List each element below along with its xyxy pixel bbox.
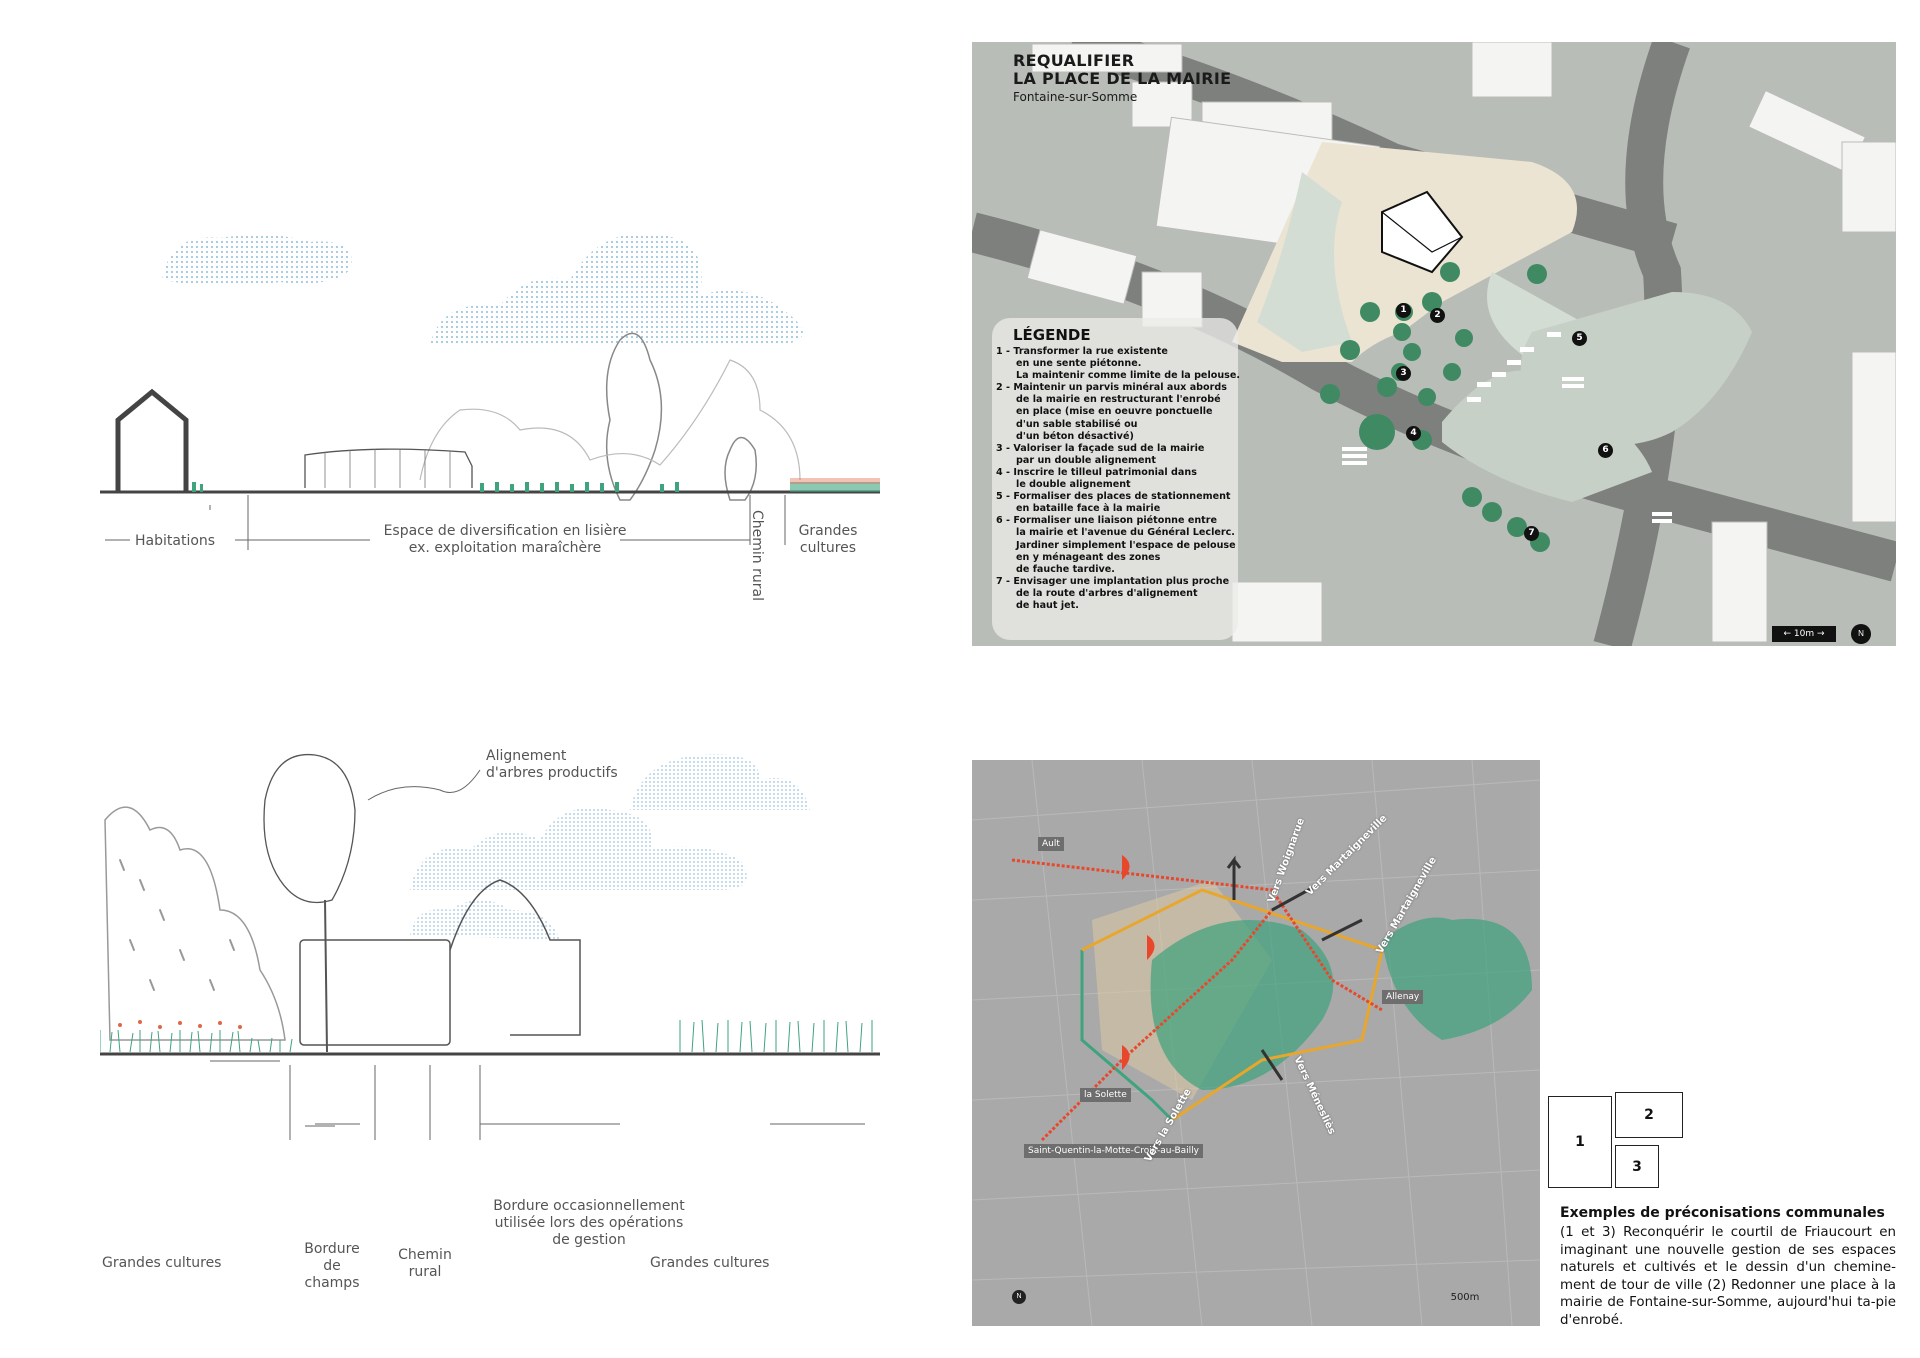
plan-marker-4: 4 xyxy=(1406,426,1421,441)
label-bordure-champs: Bordure de champs xyxy=(304,1241,360,1291)
plan-marker-2: 2 xyxy=(1430,308,1445,323)
map-scale-bar: 500m xyxy=(1450,1292,1480,1303)
legend-line: en une sente piétonne. xyxy=(996,358,1142,370)
plan-marker-1: 1 xyxy=(1396,303,1411,318)
legend-line: en y ménageant des zones xyxy=(996,551,1161,563)
label-grandes-cultures: Grandes cultures xyxy=(798,523,858,556)
section-drawing-2 xyxy=(100,753,880,1056)
caption-text: (1 et 3) Reconquérir le courtil de Friau… xyxy=(1560,1225,1896,1328)
legend-title: LÉGENDE xyxy=(1013,326,1091,344)
legend-line: en bataille face à la mairie xyxy=(996,503,1161,515)
legend-line: d'un béton désactivé) xyxy=(996,430,1134,442)
mairie-building xyxy=(1381,190,1464,274)
map-place-ault: Ault xyxy=(1038,837,1064,851)
map-north-icon: N xyxy=(1012,1290,1026,1304)
plan-scale-bar: ← 10m → xyxy=(1772,626,1836,642)
legend-list: 1 - Transformer la rue existente en une … xyxy=(996,346,1241,612)
legend-line: 3 - Valoriser la façade sud de la mairie xyxy=(996,442,1205,454)
north-arrow-icon: N xyxy=(1851,624,1871,644)
harvester-trailer xyxy=(299,939,451,1046)
cloud xyxy=(410,900,560,940)
legend-line: 2 - Maintenir un parvis minéral aux abor… xyxy=(996,382,1227,394)
legend-line: 4 - Inscrire le tilleul patrimonial dans xyxy=(996,466,1197,478)
section1-dimension-lines xyxy=(105,495,786,550)
legend-line: par un double alignement xyxy=(996,454,1156,466)
legend-line: le double alignement xyxy=(996,479,1131,491)
key-box-2: 2 xyxy=(1615,1092,1683,1138)
plan-marker-5: 5 xyxy=(1572,331,1587,346)
key-box-3: 3 xyxy=(1615,1145,1659,1188)
section-drawing-1 xyxy=(100,233,880,510)
legend-line: 6 - Formaliser une liaison piétonne entr… xyxy=(996,515,1217,527)
label-bordure-occasionnelle: Bordure occasionnellement utilisée lors … xyxy=(493,1198,685,1248)
key-box-1: 1 xyxy=(1548,1096,1612,1188)
cloud xyxy=(410,808,747,890)
legend-line: de haut jet. xyxy=(996,599,1079,611)
plan-marker-7: 7 xyxy=(1524,526,1539,541)
label-grandes-cultures-left: Grandes cultures xyxy=(102,1255,222,1271)
plan-subtitle: Fontaine-sur-Somme xyxy=(1013,90,1138,104)
legend-line: d'un sable stabilisé ou xyxy=(996,418,1138,430)
legend-line: 1 - Transformer la rue existente xyxy=(996,346,1168,357)
legend-line: Jardiner simplement l'espace de pelouse xyxy=(996,539,1236,551)
label-chemin-rural: Chemin rural xyxy=(749,510,765,601)
plan-title-line2: LA PLACE DE LA MAIRIE xyxy=(1013,69,1232,88)
section2-dimension-lines xyxy=(210,1060,865,1140)
territorial-map: Ault la Solette Allenay Saint-Quentin-la… xyxy=(972,760,1540,1326)
map-place-solette: la Solette xyxy=(1080,1088,1131,1102)
site-plan xyxy=(972,42,1896,646)
legend-line: 5 - Formaliser des places de stationneme… xyxy=(996,491,1231,503)
legend-line: de la mairie en restructurant l'enrobé xyxy=(996,394,1221,406)
cloud xyxy=(430,233,803,345)
label-espace-diversification: Espace de diversification en lisière ex.… xyxy=(383,523,627,556)
map-place-saint-quentin: Saint-Quentin-la-Motte-Croix-au-Bailly xyxy=(1024,1144,1203,1158)
label-habitations: Habitations xyxy=(135,533,216,549)
legend-line: en place (mise en oeuvre ponctuelle xyxy=(996,406,1213,418)
productive-tree xyxy=(263,753,356,904)
label-chemin-rural-2: Chemin rural xyxy=(398,1247,452,1280)
callout-alignement-arbres: Alignement d'arbres productifs xyxy=(486,748,618,781)
map-place-allenay: Allenay xyxy=(1382,990,1424,1004)
legend-line: La maintenir comme limite de la pelouse. xyxy=(996,370,1241,382)
legend-box xyxy=(992,318,1238,640)
legend-line: de fauche tardive. xyxy=(996,563,1115,575)
cloud xyxy=(162,234,352,286)
plan-title: REQUALIFIER LA PLACE DE LA MAIRIE xyxy=(1013,52,1231,88)
caption-title: Exemples de préconisations communales xyxy=(1560,1205,1885,1221)
harvester xyxy=(449,879,581,1036)
plan-title-line1: REQUALIFIER xyxy=(1013,51,1135,70)
cloud xyxy=(630,754,810,810)
legend-line: la mairie et l'avenue du Général Leclerc… xyxy=(996,527,1235,539)
house-icon xyxy=(115,388,189,492)
legend-line: 7 - Envisager une implantation plus proc… xyxy=(996,575,1230,587)
label-grandes-cultures-right: Grandes cultures xyxy=(650,1255,770,1271)
plan-marker-3: 3 xyxy=(1396,366,1411,381)
greenhouse xyxy=(304,448,473,488)
plan-marker-6: 6 xyxy=(1598,443,1613,458)
legend-line: de la route d'arbres d'alignement xyxy=(996,587,1198,599)
